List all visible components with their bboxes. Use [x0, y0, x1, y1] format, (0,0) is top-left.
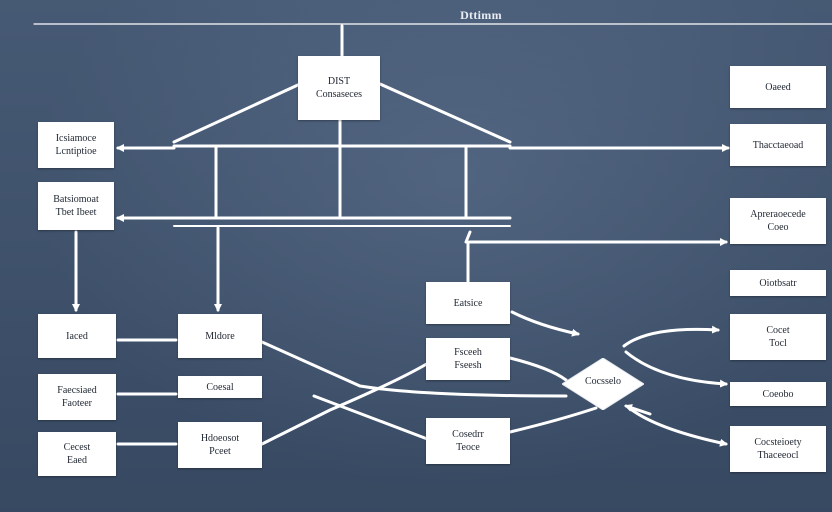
connector-branch-diag	[464, 230, 472, 244]
node-center-2-line2: Fseesh	[454, 360, 482, 371]
node-right-5[interactable]: Cocet Tocl	[730, 314, 826, 360]
node-mid-1[interactable]: Mldore	[178, 314, 262, 358]
connector-mid3-to-center2	[260, 360, 432, 446]
node-center-3-line1: Cosedrr	[452, 429, 484, 440]
node-left-2-line2: Tbet Ibeet	[55, 207, 97, 218]
node-right-4-line1: Oiotbsatr	[759, 277, 797, 289]
node-left-4[interactable]: Faecsiaed Faoteer	[38, 374, 116, 420]
node-center-2-line1: Fsceeh	[454, 347, 482, 358]
node-mid-1-line1: Mldore	[205, 330, 235, 342]
arrow-decision-to-right6	[624, 350, 728, 388]
node-right-7[interactable]: Cocsteioety Thaceeocl	[730, 426, 826, 472]
decision-node[interactable]: Cocsselo	[562, 358, 644, 410]
diagram-title: Dttimm	[460, 8, 502, 22]
node-center-1[interactable]: Eatsice	[426, 282, 510, 324]
node-right-1[interactable]: Oaeed	[730, 66, 826, 108]
node-top-center-line1: DIST	[327, 76, 351, 87]
node-left-2[interactable]: Batsiomoat Tbet Ibeet	[38, 182, 114, 230]
node-right-4[interactable]: Oiotbsatr	[730, 270, 826, 296]
node-right-5-line2: Tocl	[769, 338, 787, 349]
node-left-4-line2: Faoteer	[62, 398, 92, 409]
connector-center3-to-decision	[508, 406, 598, 434]
node-left-1[interactable]: Icsiamoce Lcntiptioe	[38, 122, 114, 168]
node-top-center[interactable]: DIST Consaseces	[298, 56, 380, 120]
node-center-2[interactable]: Fsceeh Fseesh	[426, 338, 510, 380]
node-left-3[interactable]: Iaced	[38, 314, 116, 358]
connector-mid1-to-decision	[260, 340, 568, 398]
node-right-3[interactable]: Apreraoecede Coeo	[730, 198, 826, 244]
node-right-6-line1: Coeobo	[762, 388, 794, 400]
arrow-back-to-decision	[624, 404, 652, 416]
arrow-decision-to-right5	[622, 325, 720, 348]
node-center-3-line2: Teoce	[456, 442, 480, 453]
connector-cross-1	[312, 394, 432, 442]
node-right-3-line1: Apreraoecede	[750, 209, 806, 220]
node-top-center-line2: Consaseces	[315, 89, 363, 100]
node-left-1-line1: Icsiamoce	[55, 133, 97, 144]
node-mid-3[interactable]: Hdoeosot Pceet	[178, 422, 262, 468]
node-left-2-line1: Batsiomoat	[53, 194, 99, 205]
connector-roof-right	[378, 82, 512, 144]
node-right-3-line2: Coeo	[767, 222, 789, 233]
node-left-3-line1: Iaced	[66, 330, 88, 342]
node-right-6[interactable]: Coeobo	[730, 382, 826, 406]
node-left-1-line2: Lcntiptioe	[55, 146, 97, 157]
arrow-decision-to-right7	[630, 408, 728, 447]
node-right-1-line1: Oaeed	[765, 81, 791, 93]
node-right-2[interactable]: Thacctaeoad	[730, 124, 826, 166]
arrow-center1-to-decision	[510, 310, 580, 337]
node-center-1-line1: Eatsice	[453, 297, 483, 309]
node-mid-2-line1: Coesal	[206, 381, 234, 393]
connector-center2-to-decision	[508, 356, 568, 382]
node-left-5[interactable]: Cecest Eaed	[38, 432, 116, 476]
node-left-4-line1: Faecsiaed	[57, 385, 97, 396]
decision-label: Cocsselo	[584, 376, 622, 387]
decision-diamond-shape	[562, 358, 644, 410]
node-right-2-line1: Thacctaeoad	[752, 139, 804, 151]
node-left-5-line2: Eaed	[67, 455, 87, 466]
node-mid-3-line1: Hdoeosot	[200, 433, 240, 444]
node-left-5-line1: Cecest	[63, 442, 91, 453]
node-mid-2[interactable]: Coesal	[178, 376, 262, 398]
node-center-3[interactable]: Cosedrr Teoce	[426, 418, 510, 464]
node-right-5-line1: Cocet	[766, 325, 790, 336]
node-right-7-line1: Cocsteioety	[754, 437, 802, 448]
connector-roof-left	[172, 82, 302, 144]
node-right-7-line2: Thaceeocl	[757, 450, 799, 461]
node-mid-3-line2: Pceet	[209, 446, 231, 457]
